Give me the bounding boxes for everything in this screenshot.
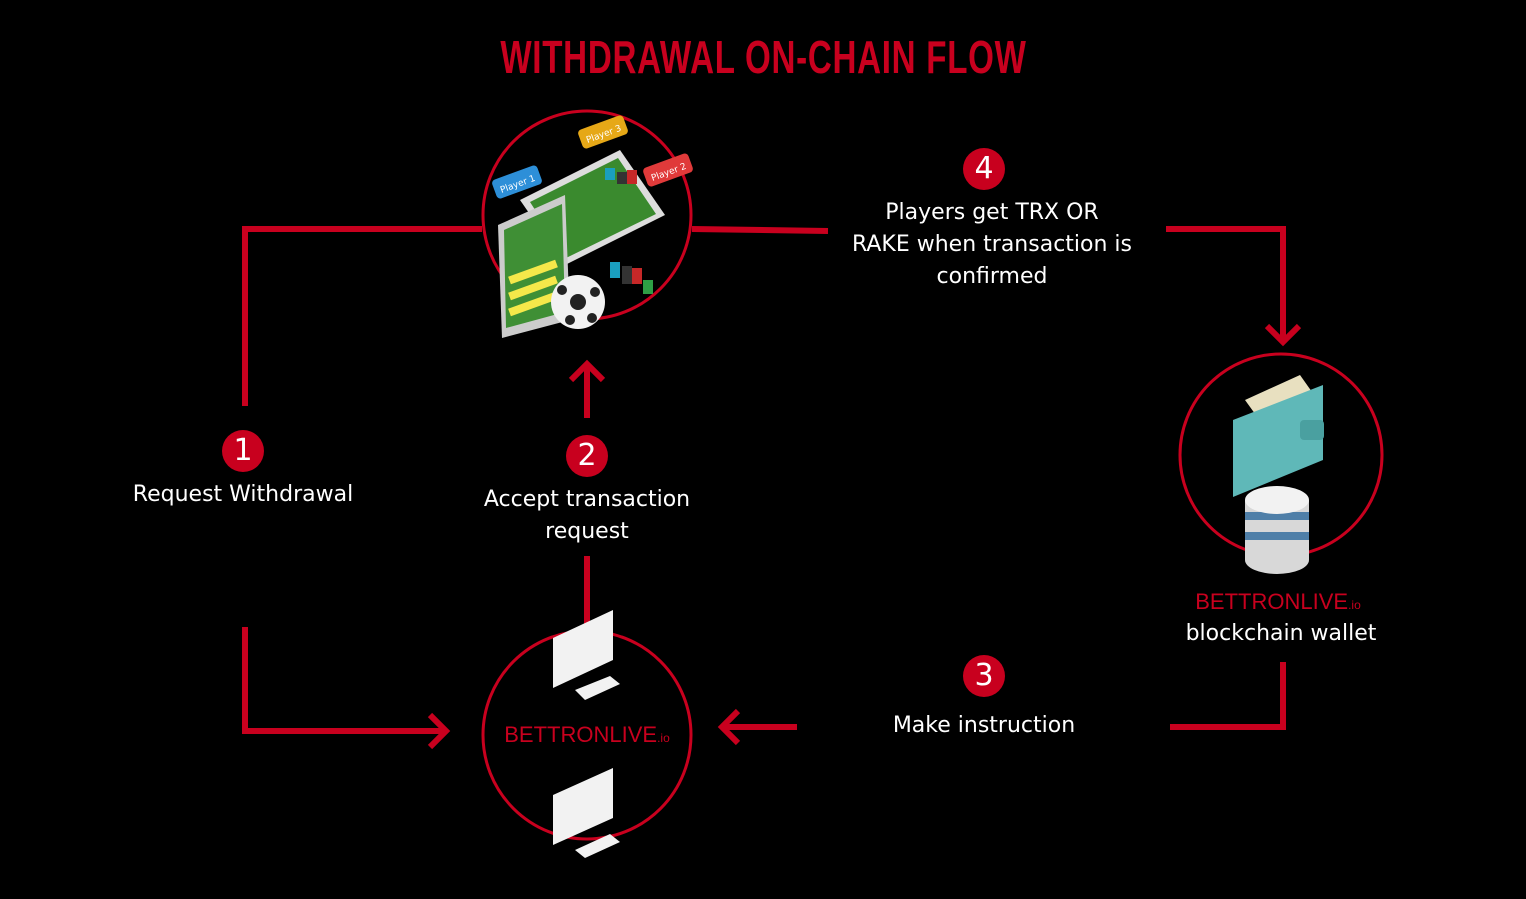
connector-step4-to-wallet: [1166, 226, 1286, 342]
desktop-monitors-icon: [553, 610, 620, 858]
connector-platform-to-step4: [691, 226, 829, 234]
connectors: [242, 226, 1302, 750]
arrow-head-down: [1264, 323, 1302, 347]
arrow-head-left: [717, 708, 741, 746]
wallet-logo: BETTRONLIVE.io: [1195, 589, 1361, 614]
step-1-badge: 1: [222, 430, 264, 472]
page-title: WITHDRAWAL ON-CHAIN FLOW: [499, 31, 1027, 83]
chips-icon: [605, 168, 653, 294]
step-2-badge: 2: [566, 435, 608, 477]
step-3-badge: 3: [963, 655, 1005, 697]
step-4-badge: 4: [963, 148, 1005, 190]
wallet-coins-icon: [1233, 375, 1324, 574]
betting-game-devices-illustration: Player 1 Player 3 Player 2: [492, 115, 693, 338]
arrow-head-up: [568, 359, 606, 383]
server-logo: BETTRONLIVE.io: [504, 722, 670, 747]
step-3-label: Make instruction: [892, 713, 1076, 738]
player-3-badge: Player 3: [578, 115, 628, 149]
connector-step1-to-server: [242, 627, 445, 734]
step-1-label: Request Withdrawal: [132, 482, 354, 507]
connector-wallet-to-step3: [1170, 662, 1286, 730]
arrow-head-right: [427, 712, 451, 750]
wallet-label: blockchain wallet: [1185, 621, 1377, 646]
connector-platform-to-step1: [242, 226, 482, 406]
